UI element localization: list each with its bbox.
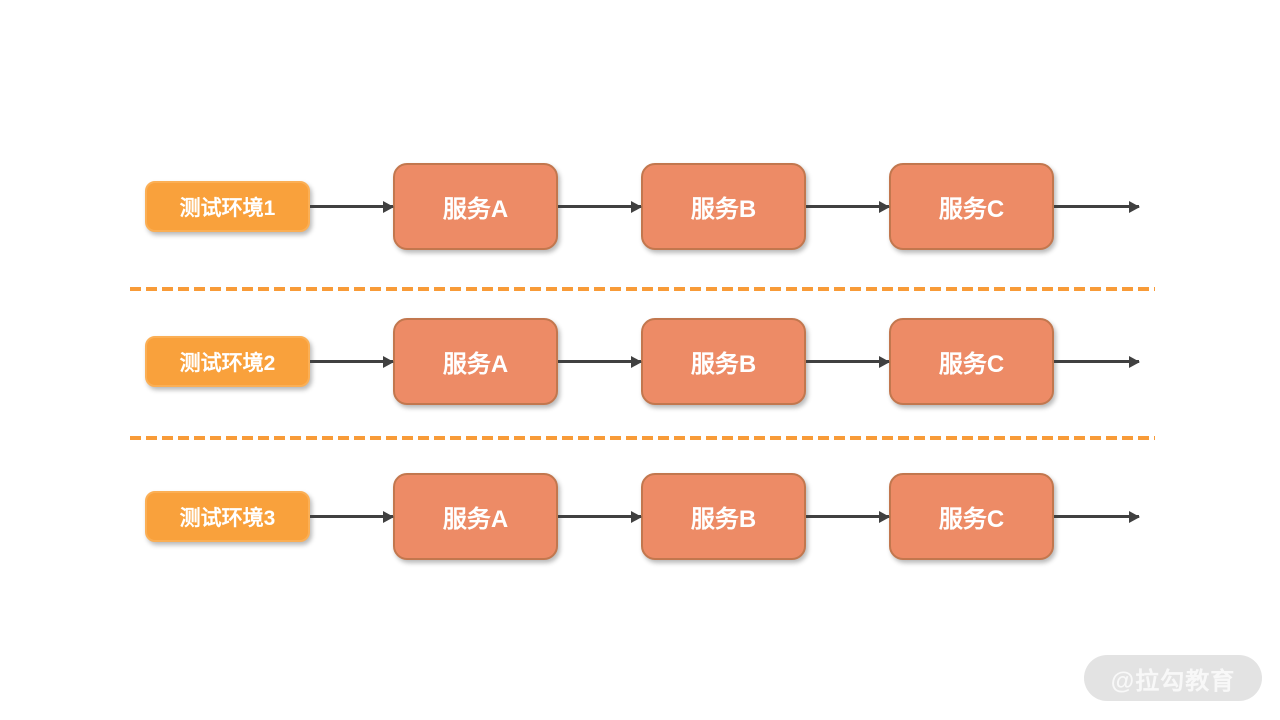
arrow-icon xyxy=(310,205,393,208)
service-label-c: 服务C xyxy=(938,196,1005,223)
arrow-icon xyxy=(806,515,889,518)
arrow-icon xyxy=(806,205,889,208)
flow-row-env1: 测试环境1 服务A 服务B 服务C xyxy=(145,163,1139,250)
service-label-c: 服务C xyxy=(938,351,1005,378)
service-label-a: 服务A xyxy=(442,506,509,533)
service-box-a-row1: 服务A xyxy=(393,163,558,250)
arrow-icon xyxy=(1054,205,1139,208)
arrow-icon xyxy=(310,515,393,518)
service-label-b: 服务B xyxy=(690,351,757,378)
service-box-c-row3: 服务C xyxy=(889,473,1054,560)
dashed-separator-1 xyxy=(130,287,1155,291)
arrow-icon xyxy=(558,360,641,363)
service-box-b-row3: 服务B xyxy=(641,473,806,560)
service-box-c-row2: 服务C xyxy=(889,318,1054,405)
service-box-b-row2: 服务B xyxy=(641,318,806,405)
watermark-badge: @拉勾教育 xyxy=(1084,655,1262,701)
env-label-1: 测试环境1 xyxy=(179,196,276,220)
service-label-b: 服务B xyxy=(690,196,757,223)
service-label-a: 服务A xyxy=(442,351,509,378)
watermark-label: @拉勾教育 xyxy=(1110,667,1236,695)
flow-row-env3: 测试环境3 服务A 服务B 服务C xyxy=(145,473,1139,560)
service-label-a: 服务A xyxy=(442,196,509,223)
service-box-c-row1: 服务C xyxy=(889,163,1054,250)
service-label-b: 服务B xyxy=(690,506,757,533)
arrow-icon xyxy=(310,360,393,363)
env-label-2: 测试环境2 xyxy=(179,351,276,375)
service-box-a-row2: 服务A xyxy=(393,318,558,405)
arrow-icon xyxy=(558,515,641,518)
dashed-separator-2 xyxy=(130,436,1155,440)
arrow-icon xyxy=(558,205,641,208)
arrow-icon xyxy=(806,360,889,363)
env-label-3: 测试环境3 xyxy=(179,506,276,530)
service-box-a-row3: 服务A xyxy=(393,473,558,560)
env-box-1: 测试环境1 xyxy=(145,181,310,232)
arrow-icon xyxy=(1054,360,1139,363)
service-box-b-row1: 服务B xyxy=(641,163,806,250)
service-label-c: 服务C xyxy=(938,506,1005,533)
arrow-icon xyxy=(1054,515,1139,518)
env-box-3: 测试环境3 xyxy=(145,491,310,542)
env-box-2: 测试环境2 xyxy=(145,336,310,387)
flow-row-env2: 测试环境2 服务A 服务B 服务C xyxy=(145,318,1139,405)
